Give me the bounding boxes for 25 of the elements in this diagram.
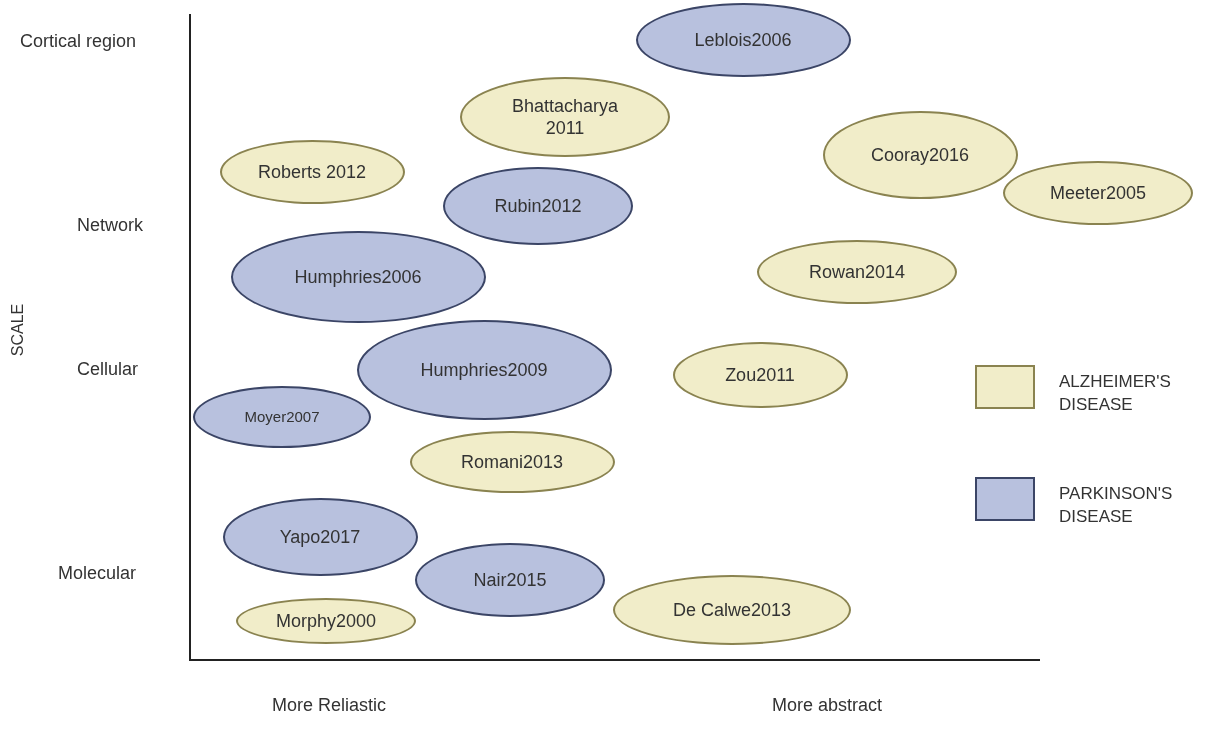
study-label: Nair2015 [473, 568, 547, 592]
legend-label: PARKINSON'S DISEASE [1059, 483, 1174, 528]
study-label: Meeter2005 [1049, 181, 1147, 205]
axis-tick-label: Cortical region [20, 30, 137, 53]
study-label: Rowan2014 [808, 260, 906, 284]
axis-tick-label: Network [77, 214, 143, 237]
study-label: Humphries2006 [294, 265, 422, 289]
study-label: Rubin2012 [494, 194, 582, 218]
study-label: Cooray2016 [870, 143, 970, 167]
study-label: Yapo2017 [279, 525, 361, 549]
study-label: Roberts 2012 [257, 160, 367, 184]
study-label: Moyer2007 [244, 407, 320, 427]
axis-title: SCALE [8, 303, 28, 357]
axis-tick-label: Molecular [58, 562, 137, 585]
study-label: Romani2013 [460, 450, 564, 474]
study-label: Bhattacharya 2011 [510, 94, 620, 140]
study-label: Zou2011 [725, 363, 795, 387]
axis-tick-label: Cellular [77, 358, 139, 381]
study-label: De Calwe2013 [672, 598, 792, 622]
legend-label: ALZHEIMER'S DISEASE [1059, 371, 1172, 416]
axis-tick-label: More abstract [772, 694, 883, 717]
study-label: Humphries2009 [420, 358, 548, 382]
study-label: Morphy2000 [275, 609, 377, 633]
axis-tick-label: More Reliastic [272, 694, 387, 717]
study-label: Leblois2006 [694, 28, 792, 52]
